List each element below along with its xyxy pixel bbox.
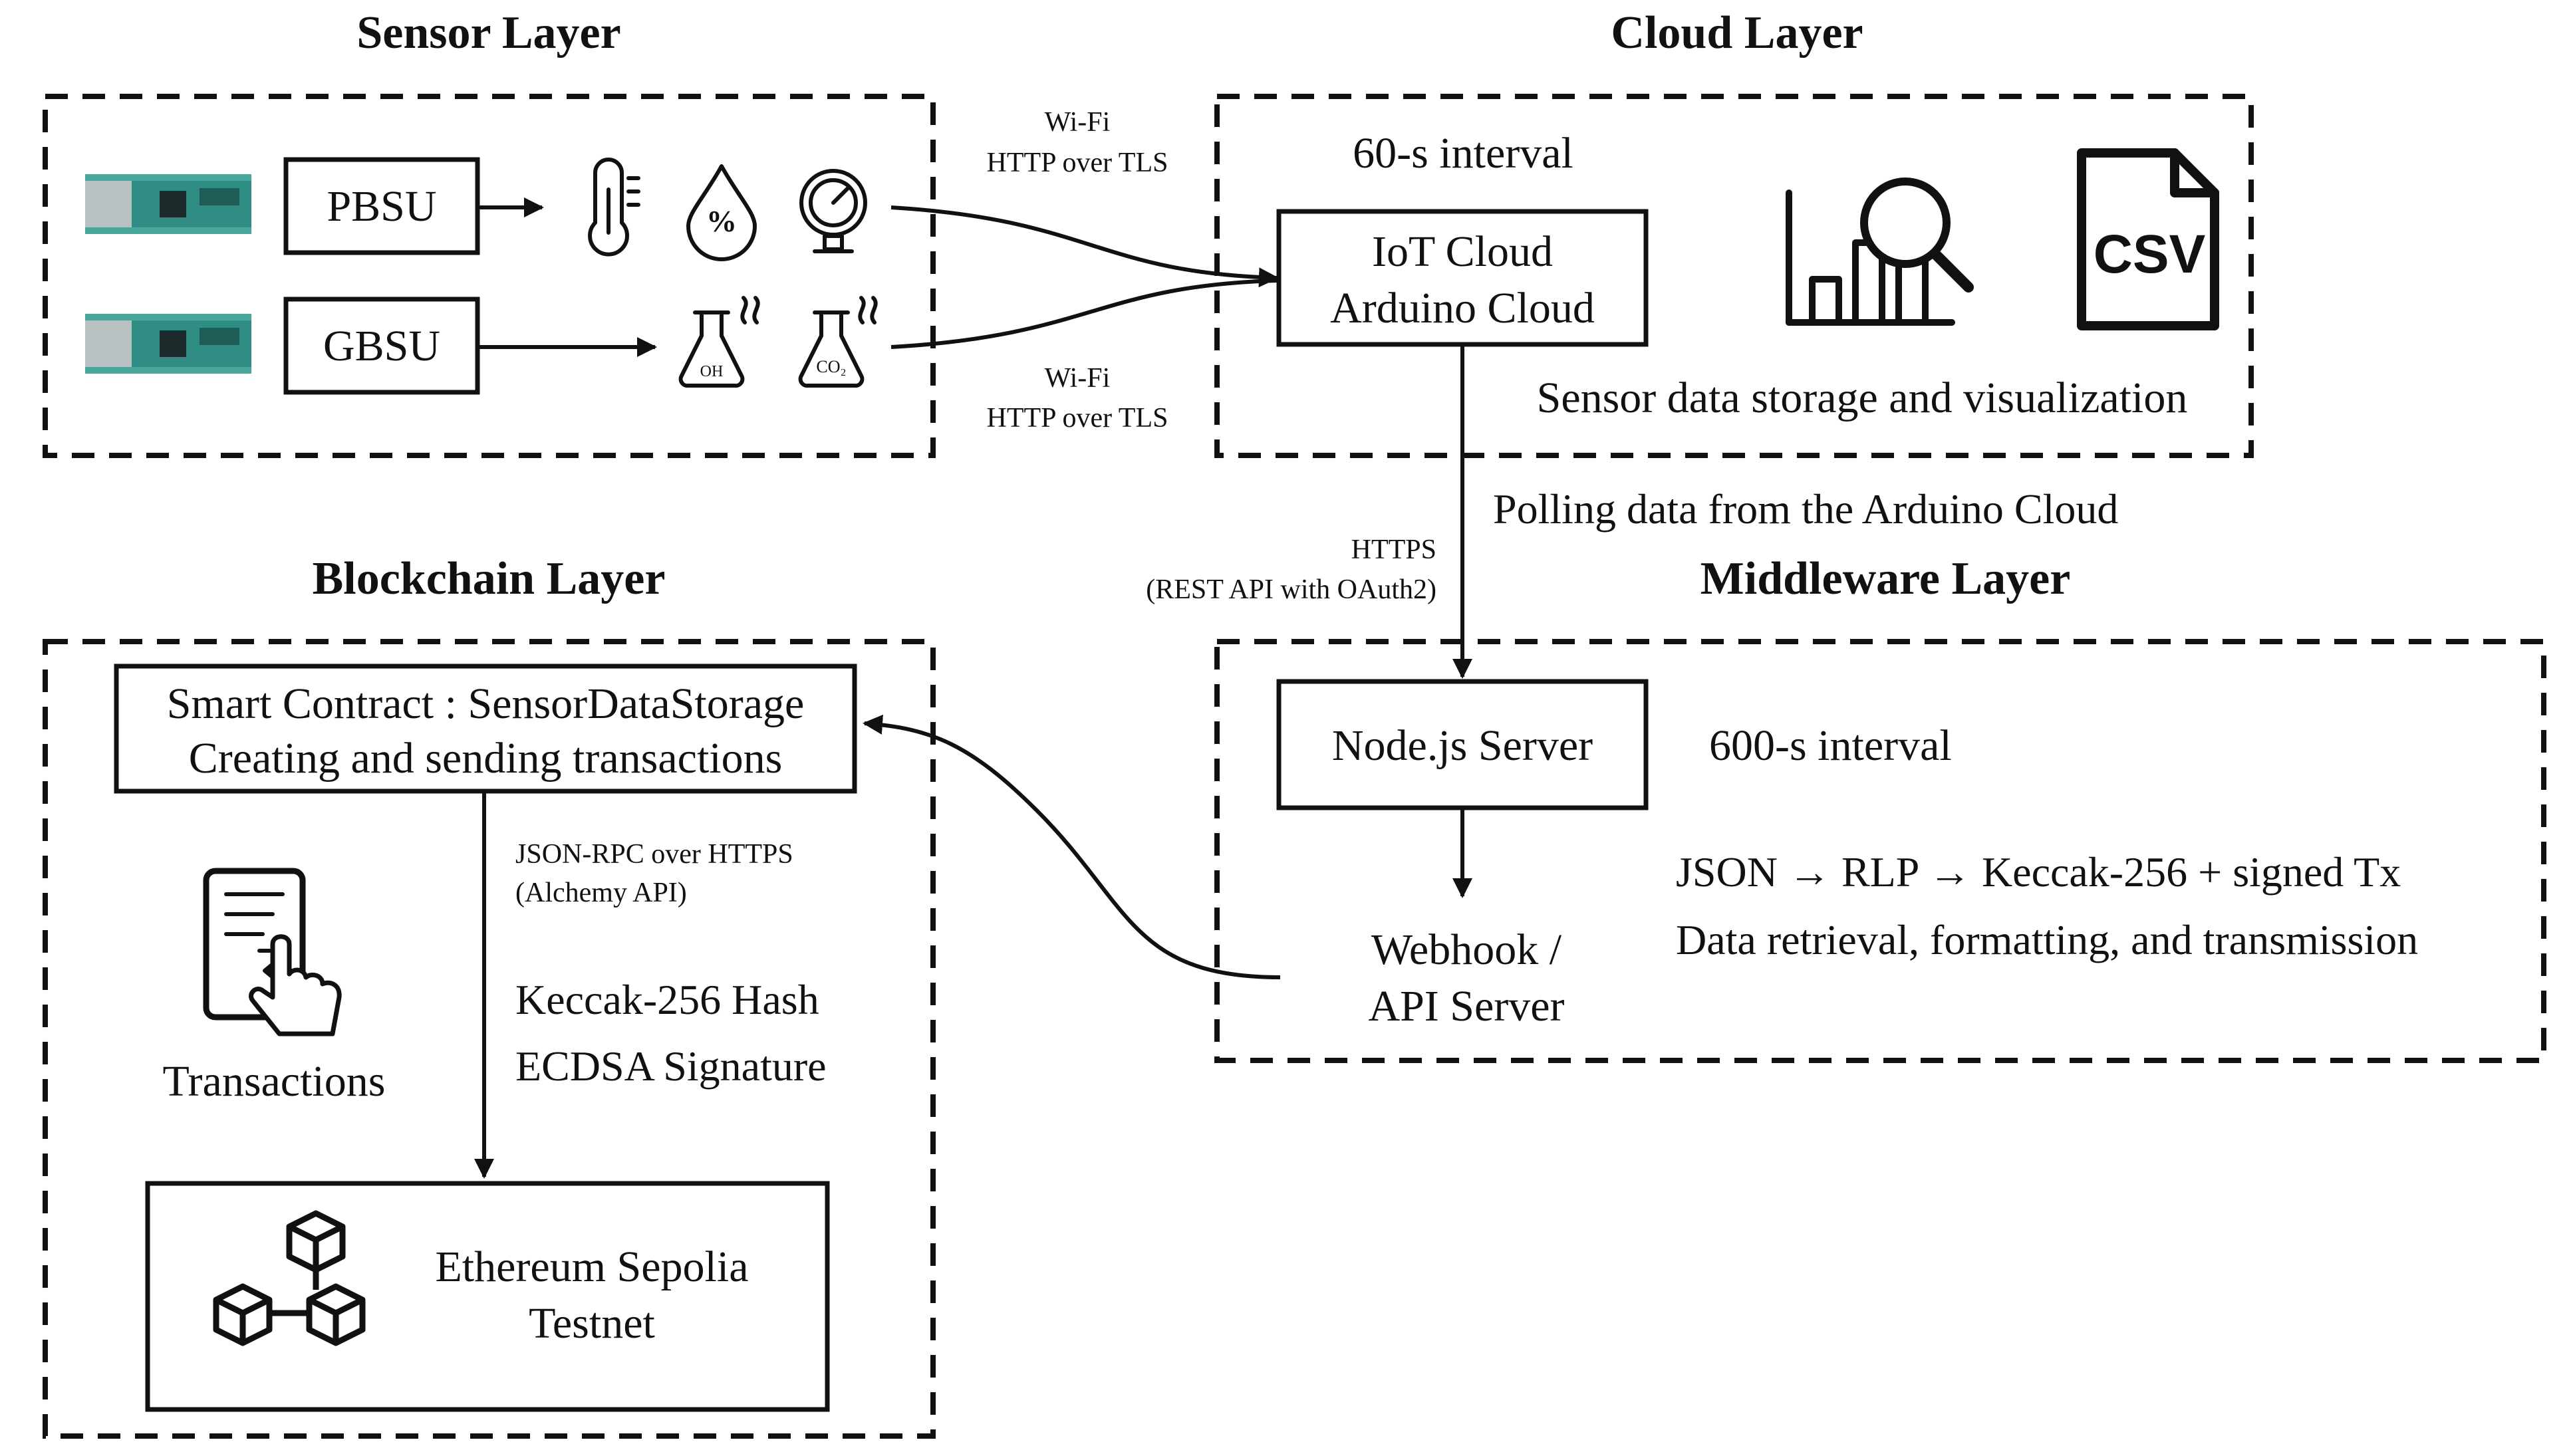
arduino-board-icon [85,174,251,234]
middleware-layer-frame [1214,639,2546,1063]
pipeline-caption: JSON → RLP → Keccak-256 + signed Tx [1676,848,2401,896]
blockchain-layer-frame [43,639,936,1439]
csv-glyph: CSV [2094,224,2206,285]
ethereum-line1: Ethereum Sepolia [435,1243,748,1291]
arduino-board-icon [85,314,251,374]
smart-contract-box [114,664,857,794]
ph-flask-icon: OH [678,296,760,388]
transactions-label: Transactions [163,1057,386,1106]
iot-cloud-box [1276,209,1649,347]
wifi-connector-bottom [890,279,1278,349]
webhook-line2: API Server [1368,982,1564,1031]
sensor-layer-frame [43,94,936,458]
thermometer-icon [588,158,640,257]
co2-flask-icon: CO₂ [798,296,878,388]
cloud-layer-frame [1214,94,2254,458]
tablet-touch-icon [203,868,342,1036]
cloud-storage-caption: Sensor data storage and visualization [1537,374,2188,422]
sensor-layer-title: Sensor Layer [356,7,620,59]
http-tls-top-label: HTTP over TLS [987,148,1168,178]
signature-caption: ECDSA Signature [515,1042,827,1090]
wifi-connector-top [890,205,1279,288]
pbsu-box [283,157,480,255]
pressure-gauge-icon [799,169,867,253]
http-tls-bottom-label: HTTP over TLS [987,403,1168,433]
oh-glyph: OH [700,363,724,380]
alchemy-label: (Alchemy API) [515,878,687,908]
middleware-layer-title: Middleware Layer [1700,553,2071,604]
smart-contract-line2: Creating and sending transactions [189,734,783,783]
hash-caption: Keccak-256 Hash [515,976,819,1023]
blockchain-layer-title: Blockchain Layer [313,553,666,604]
pbsu-label: PBSU [327,182,436,231]
cloud-interval-label: 60-s interval [1353,129,1573,178]
iot-cloud-line2: Arduino Cloud [1330,284,1595,332]
retrieval-caption: Data retrieval, formatting, and transmis… [1676,916,2418,963]
percent-glyph: % [706,204,737,238]
webhook-line1: Webhook / [1371,925,1562,974]
csv-file-icon: CSV [2077,148,2219,330]
cloud-layer-title: Cloud Layer [1611,7,1863,59]
blockchain-cubes-icon [213,1210,366,1346]
rest-api-label: (REST API with OAuth2) [1146,574,1436,605]
smart-contract-line1: Smart Contract : SensorDataStorage [167,679,805,728]
https-label: HTTPS [1351,535,1436,565]
webhook-to-contract-arrow [863,714,1281,979]
gbsu-label: GBSU [323,322,440,370]
wifi-top-label: Wi-Fi [1045,107,1111,138]
json-rpc-label: JSON-RPC over HTTPS [515,839,793,870]
wifi-bottom-label: Wi-Fi [1045,363,1111,394]
nodejs-server-label: Node.js Server [1332,721,1593,770]
chart-search-icon [1786,178,1974,326]
iot-cloud-line1: IoT Cloud [1372,227,1553,276]
humidity-drop-icon: % [686,164,757,261]
co2-glyph: CO₂ [816,357,846,376]
middleware-interval-label: 600-s interval [1709,721,1952,770]
ethereum-line2: Testnet [529,1299,655,1348]
polling-caption: Polling data from the Arduino Cloud [1493,485,2118,533]
